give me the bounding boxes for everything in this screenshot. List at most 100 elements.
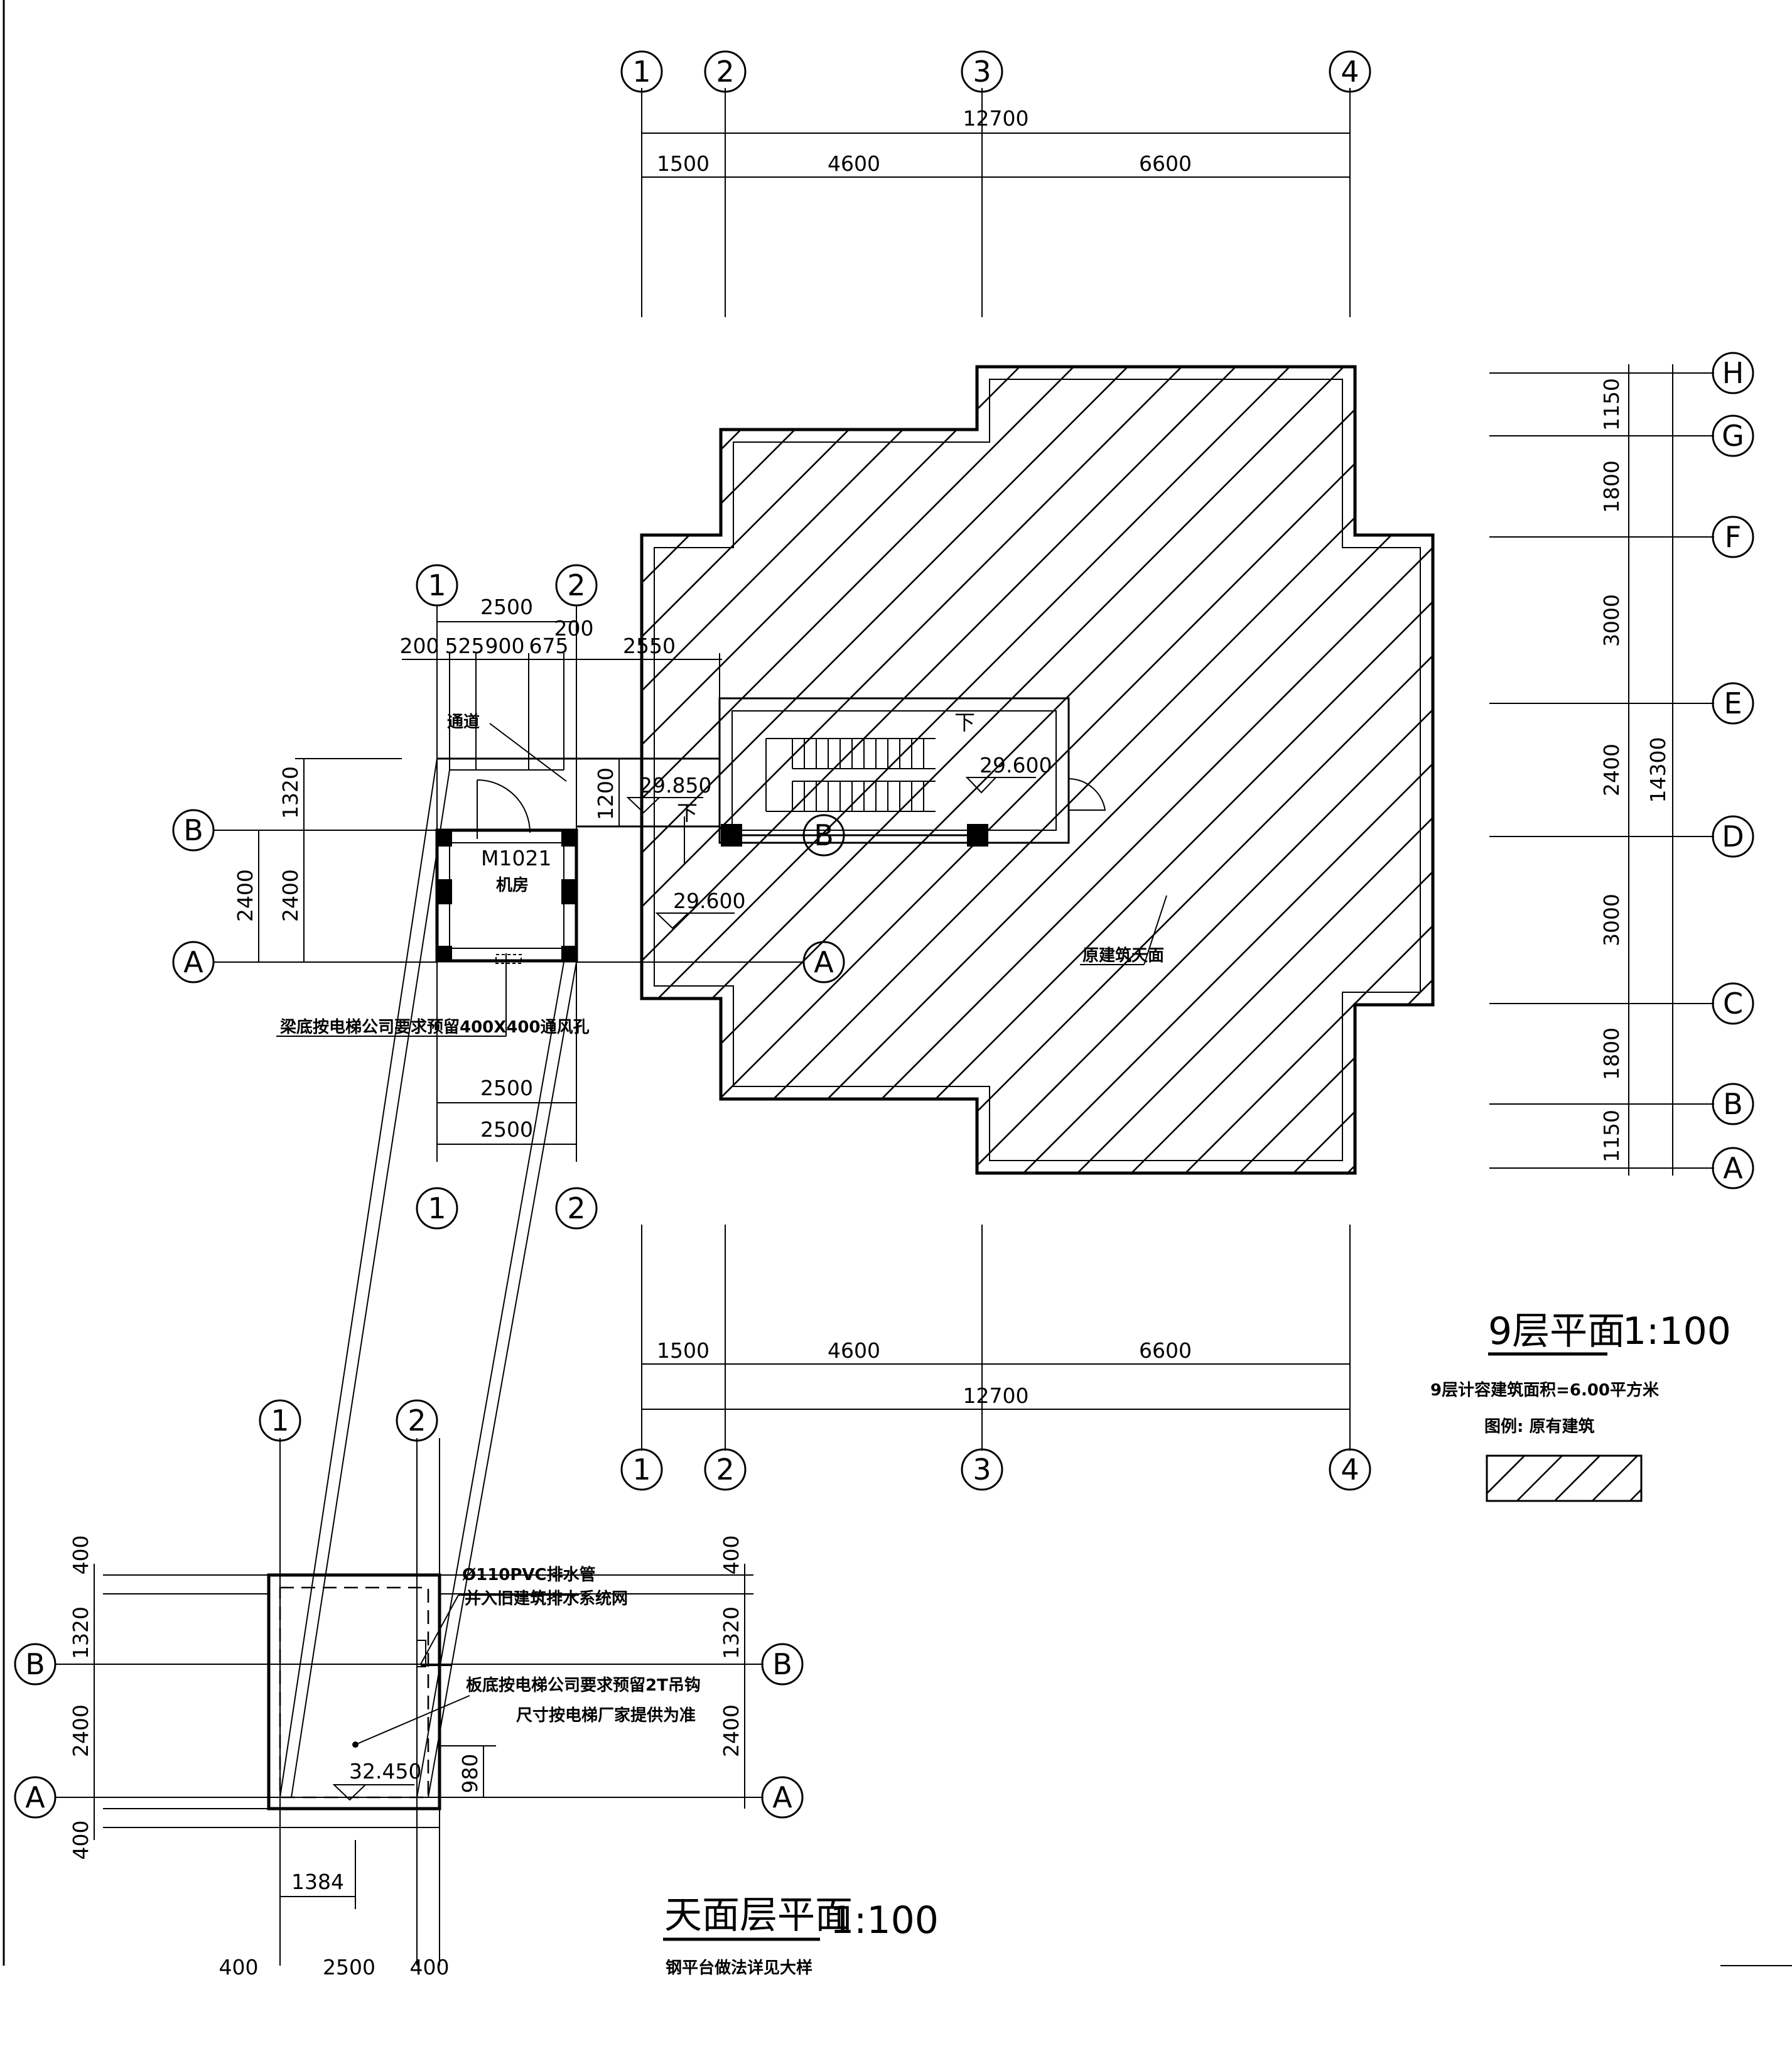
legend-hatch-line <box>1487 1456 1525 1495</box>
hatch-line <box>1617 367 1792 1173</box>
axis-B-roofplan-left-label: B <box>25 1647 45 1681</box>
hatch-line <box>1455 367 1792 1173</box>
room-dim-2400a: 2400 <box>278 869 303 922</box>
bottom-dim-3: 6600 <box>1139 1338 1192 1363</box>
axis-2-bottom-label: 2 <box>716 1453 734 1486</box>
hatch-line <box>861 367 1433 1173</box>
machine-room-plan: 1 2 1 2 2500 200 525 900 675 200 2550 通道… <box>172 564 845 1230</box>
axis-B-room-label: B <box>183 813 203 847</box>
floor9-title: 9层平面 <box>1488 1309 1625 1353</box>
axis-A-roofplan-right-label: A <box>772 1780 792 1814</box>
hatch-line <box>642 367 696 1173</box>
hatch-line <box>807 367 1433 1173</box>
ramp-down-label: 下 <box>677 801 698 825</box>
room-bottom-dim-2: 2500 <box>480 1117 533 1142</box>
room-dim-1200: 1200 <box>593 767 618 820</box>
axis-2-roofplan-label: 2 <box>408 1404 426 1437</box>
room-dim-2550: 2550 <box>623 634 676 658</box>
roofplan-bottom-note: 钢平台做法详见大样 <box>666 1958 812 1978</box>
axis-A-label: A <box>1723 1151 1743 1185</box>
hatch-line <box>1293 367 1433 1173</box>
bottom-dim-2: 4600 <box>828 1338 880 1363</box>
axis-1-room-bottom-label: 1 <box>428 1191 446 1225</box>
roofplan-dim-1320: 1320 <box>68 1606 93 1659</box>
level-29600-core: 29.600 <box>980 753 1052 777</box>
roofplan-dim-400b: 400 <box>68 1821 93 1860</box>
hatch-line <box>642 367 804 1173</box>
hatch-line <box>642 367 750 1173</box>
roofplan-bottom-dim-2500: 2500 <box>323 1955 375 1979</box>
legend-hatch-line <box>1442 1456 1487 1501</box>
axis-H-label: H <box>1722 356 1744 390</box>
hatch-line <box>1077 367 1433 1173</box>
room-dim-1320: 1320 <box>278 766 303 819</box>
floor9-area-note: 9层计容建筑面积=6.00平方米 <box>1430 1380 1659 1400</box>
legend-hatch-line <box>1668 1456 1713 1501</box>
hatch-line <box>1347 367 1433 1173</box>
right-total-dim: 14300 <box>1646 737 1670 803</box>
axis-B-core-label: B <box>814 818 834 852</box>
axis-A-room-label: A <box>183 945 203 979</box>
hatch-line <box>915 367 1433 1173</box>
pipe-note-2: 并入旧建筑排水系统网 <box>465 1589 628 1608</box>
legend-hatch-line <box>1629 1488 1641 1501</box>
roofplan-scale: 1:100 <box>830 1898 939 1942</box>
hatch-line <box>642 367 1128 1173</box>
roofplan-dim-980: 980 <box>458 1754 482 1794</box>
roofplan-dim-400a: 400 <box>68 1535 93 1575</box>
hatch-line <box>642 367 966 1173</box>
hatch-line <box>1671 367 1792 1173</box>
hook-note-1: 板底按电梯公司要求预留2T吊钩 <box>466 1676 701 1695</box>
axis-B-roofplan-right-label: B <box>772 1647 792 1681</box>
right-dim-5: 3000 <box>1599 894 1624 946</box>
axis-1-label: 1 <box>632 55 650 89</box>
floor9-scale: 1:100 <box>1622 1309 1731 1353</box>
hatch-line <box>642 367 1236 1173</box>
hatch-line <box>753 367 1433 1173</box>
right-dimension-chain: 1150 1800 3000 2400 3000 1800 1150 14300… <box>1489 352 1754 1189</box>
roofplan-right-dim-2400: 2400 <box>719 1704 743 1757</box>
hatch-line <box>642 367 912 1173</box>
top-dim-2: 4600 <box>828 151 880 176</box>
hatch-line <box>642 367 1290 1173</box>
roofplan-title: 天面层平面 <box>664 1893 853 1937</box>
axis-E-label: E <box>1724 686 1742 720</box>
existing-roof-outline <box>640 365 1435 1175</box>
existing-roof-hatching <box>642 367 1792 1173</box>
axis-3-label: 3 <box>973 55 991 89</box>
level-29600-room: 29.600 <box>673 889 745 913</box>
stair-treads <box>792 739 924 811</box>
axis-D-label: D <box>1722 820 1744 853</box>
axis-3-bottom-label: 3 <box>973 1453 991 1486</box>
roofplan-dim-1384: 1384 <box>291 1870 344 1894</box>
roofplan-bottom-dim-400a: 400 <box>219 1955 259 1979</box>
hatch-line <box>642 367 1182 1173</box>
axis-2-label: 2 <box>716 55 734 89</box>
bottom-dim-1: 1500 <box>657 1338 710 1363</box>
hatch-line <box>1563 367 1792 1173</box>
hatch-line <box>1023 367 1433 1173</box>
hatch-line <box>1131 367 1433 1173</box>
vent-note: 梁底按电梯公司要求预留400X400通风孔 <box>279 1017 590 1037</box>
roofplan-right-dim-400: 400 <box>719 1535 743 1575</box>
hatch-line <box>642 367 1020 1173</box>
right-dim-6: 1800 <box>1599 1027 1624 1080</box>
stair-core: 下 B 29.600 <box>718 697 1106 857</box>
axis-C-label: C <box>1723 987 1743 1020</box>
bottom-total-dim: 12700 <box>963 1383 1029 1408</box>
floor9-title-block: 9层平面 1:100 9层计容建筑面积=6.00平方米 图例: 原有建筑 <box>1430 1309 1731 1502</box>
roofplan-right-dim-1320: 1320 <box>719 1606 743 1659</box>
roof-level-plan: 1 2 400 1320 2400 400 B A 400 1320 2400 … <box>14 1399 939 1979</box>
room-dim-200a: 200 <box>400 634 440 658</box>
hatch-line <box>1725 367 1792 1173</box>
axis-2-room-bottom-label: 2 <box>567 1191 585 1225</box>
bottom-dimension-chain: 1500 4600 6600 12700 1 2 3 4 <box>620 1225 1371 1491</box>
hatch-line <box>1239 367 1433 1173</box>
hatch-line <box>1779 367 1792 1173</box>
axis-4-bottom-label: 4 <box>1341 1453 1359 1486</box>
right-dim-4: 2400 <box>1599 744 1624 796</box>
room-bottom-dim-1: 2500 <box>480 1076 533 1100</box>
hatch-line <box>642 367 858 1173</box>
axis-1-room-top-label: 1 <box>428 568 446 602</box>
hatch-line <box>642 367 1344 1173</box>
